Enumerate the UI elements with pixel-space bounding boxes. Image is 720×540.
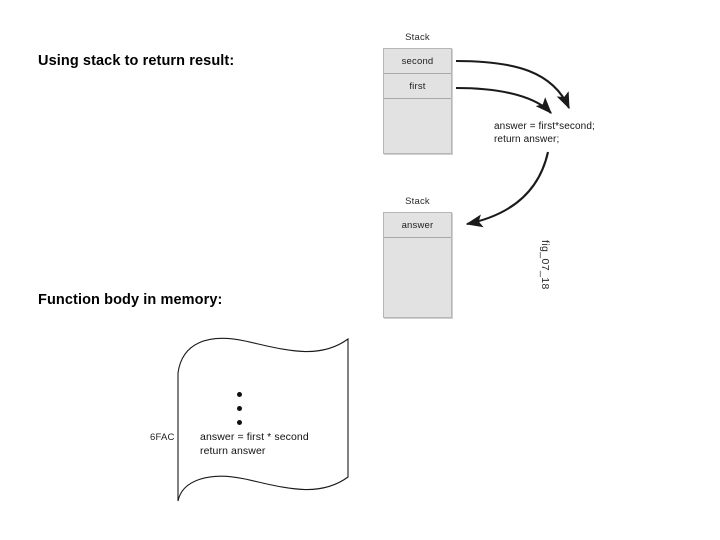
memory-code-block: answer = first * second return answer: [200, 430, 309, 458]
memory-address-label: 6FAC: [150, 432, 175, 443]
memory-code-line-2: return answer: [200, 445, 266, 457]
stack-caption-top: Stack: [405, 32, 430, 43]
memory-banner-outline: [177, 337, 349, 502]
code-annotation-line-1: answer = first*second;: [494, 121, 595, 132]
stack-cell-first: first: [384, 74, 451, 99]
second-to-code-arrow: [455, 59, 570, 110]
stack-caption-bottom: Stack: [405, 196, 430, 207]
ellipsis-dot-icon: [237, 420, 242, 425]
code-annotation: answer = first*second; return answer;: [494, 120, 595, 146]
stack-cell-second: second: [384, 49, 451, 74]
page-title: Using stack to return result:: [38, 53, 235, 69]
memory-banner: 6FAC answer = first * second return answ…: [150, 325, 370, 515]
stack-cell-answer: answer: [384, 213, 451, 238]
ellipsis-dot-icon: [237, 392, 242, 397]
ellipsis-dot-icon: [237, 406, 242, 411]
memory-code-line-1: answer = first * second: [200, 431, 309, 443]
stack-box-top: second first: [383, 48, 452, 154]
code-to-answer-arrow: [465, 151, 550, 228]
figure-label: fig_07_18: [539, 240, 551, 290]
stack-box-bottom: answer: [383, 212, 452, 318]
code-annotation-line-2: return answer;: [494, 134, 560, 145]
section-title-function-body: Function body in memory:: [38, 292, 223, 308]
first-to-code-arrow: [455, 86, 552, 114]
